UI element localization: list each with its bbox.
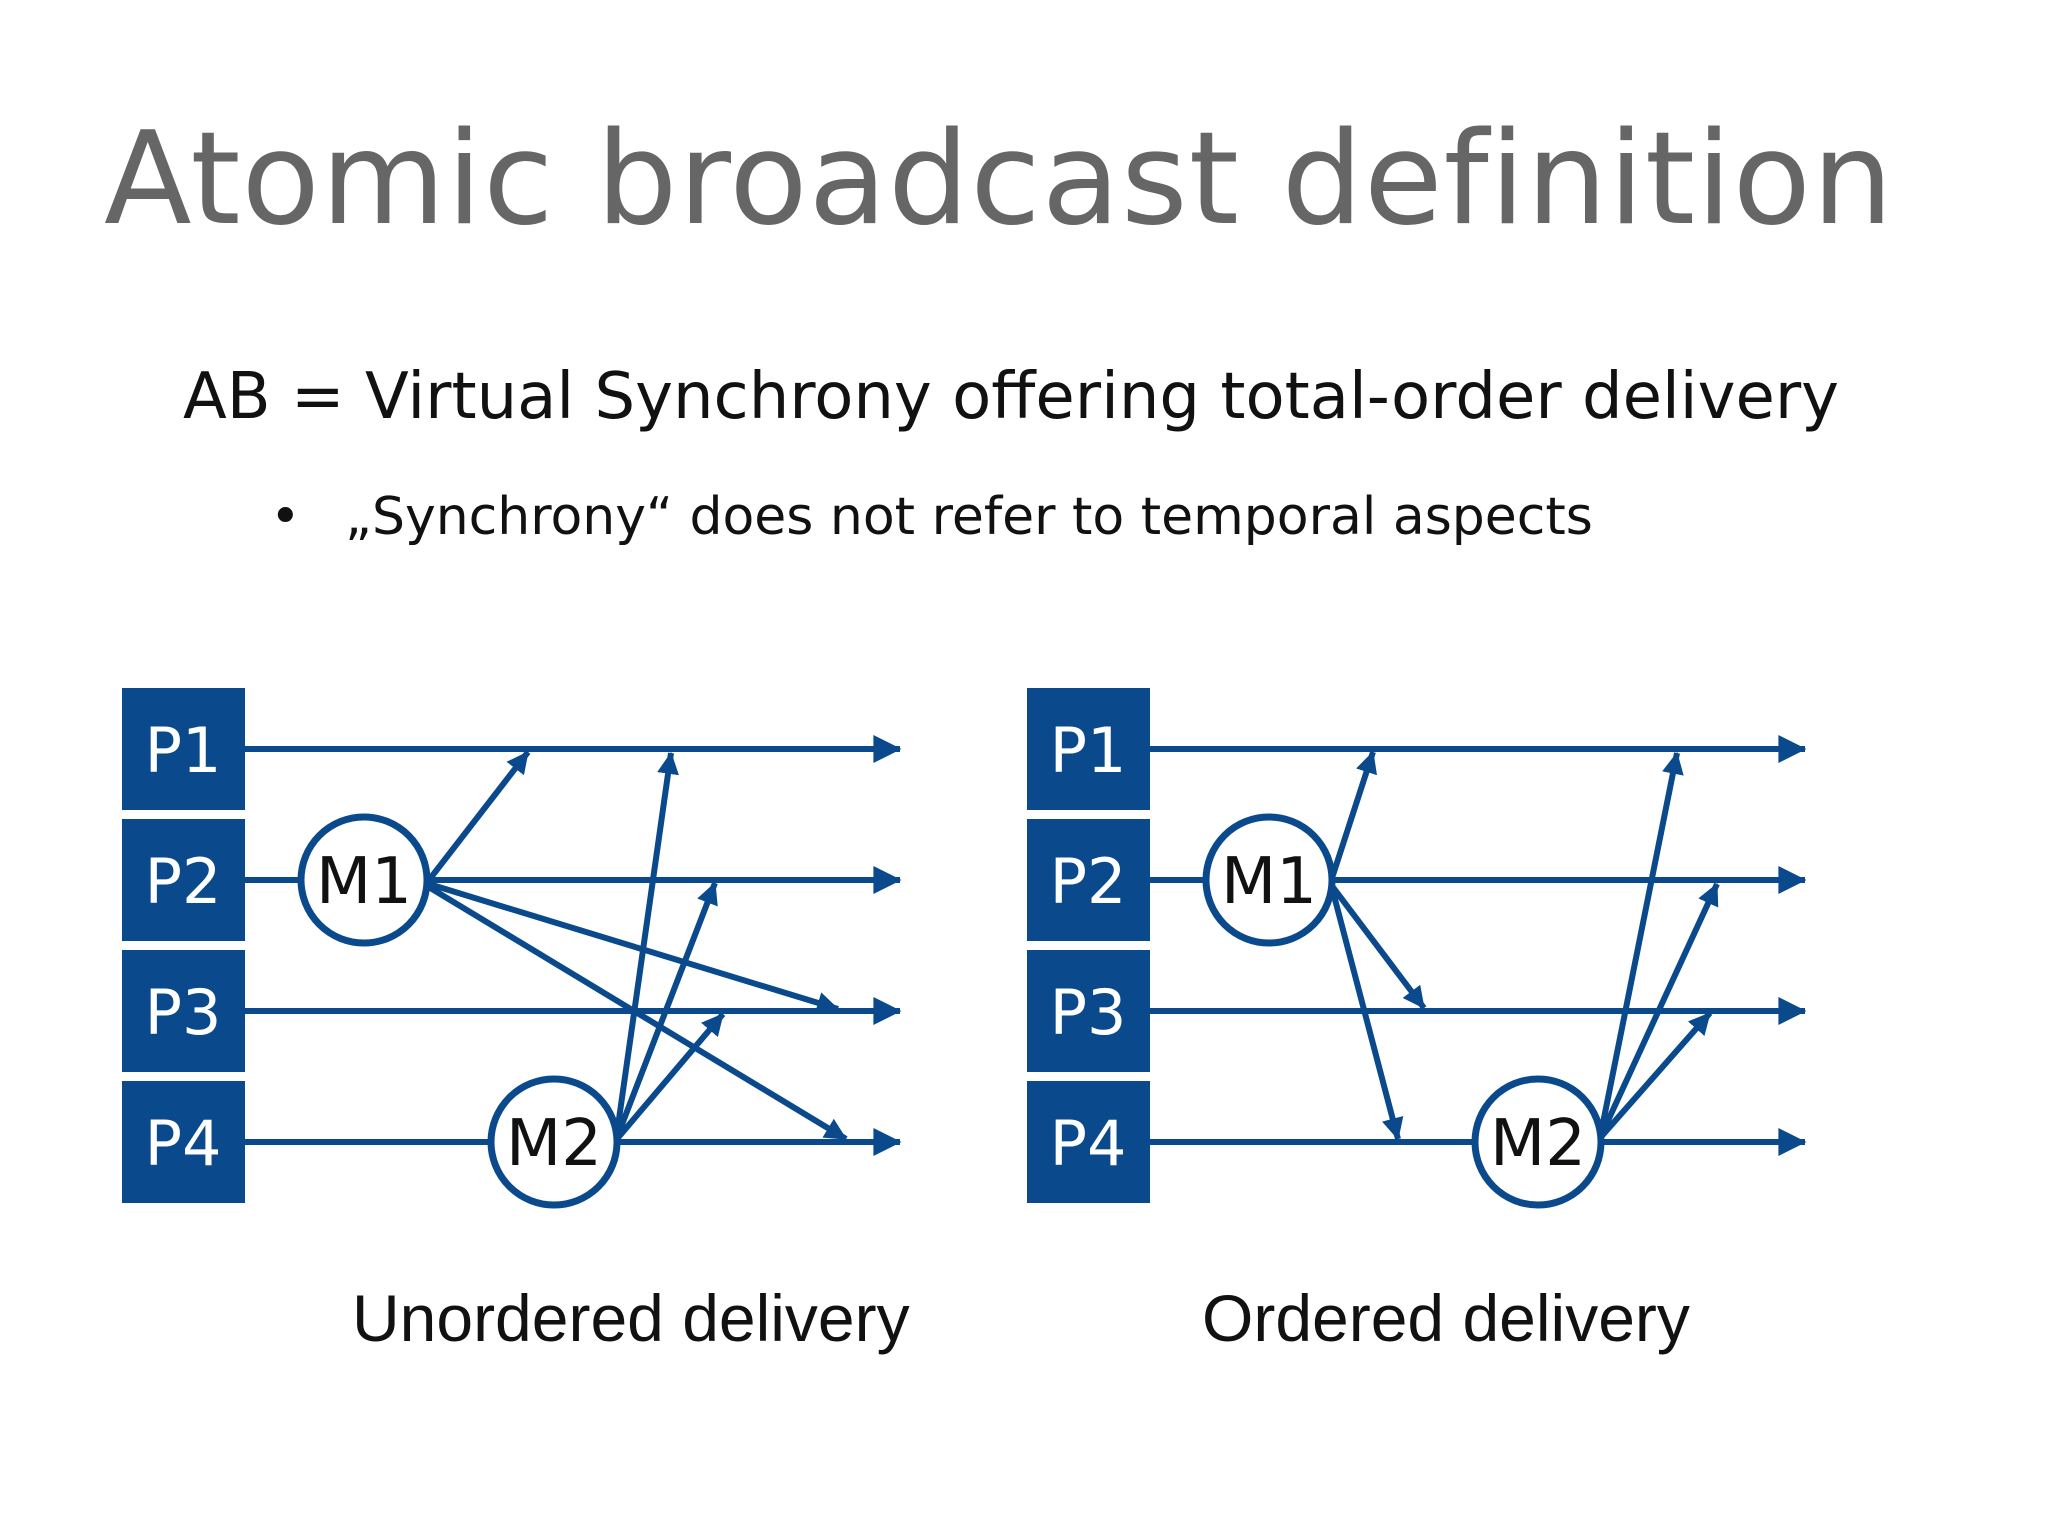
process-label-p3: P3: [145, 976, 222, 1049]
m1-to-p3-arrow: [428, 881, 840, 1014]
message-label-m2: M2: [506, 1107, 602, 1181]
m2-to-p3-arrow: [613, 1012, 726, 1142]
message-label-m1: M1: [1221, 845, 1317, 919]
process-label-p1: P1: [1050, 714, 1127, 787]
m1-to-p4-arrow: [1329, 887, 1404, 1141]
process-box-p1: [1027, 688, 1150, 810]
m2-to-p1-arrow: [1597, 751, 1684, 1139]
process-box-p2: [1027, 819, 1150, 941]
m2-to-p2-arrow: [613, 881, 718, 1142]
process-box-p3: [1027, 950, 1150, 1072]
process-box-p4: [1027, 1081, 1150, 1203]
bullet-dot: •: [270, 487, 301, 547]
message-label-m2: M2: [1490, 1107, 1586, 1181]
m2-to-p3-arrow: [1597, 1011, 1713, 1140]
m1-to-p3-arrow: [1329, 884, 1427, 1010]
bullet-item: • „Synchrony“ does not refer to temporal …: [270, 487, 1593, 547]
message-label-m1: M1: [316, 845, 412, 919]
slide-subtitle: AB = Virtual Synchrony offering total-or…: [183, 360, 1839, 434]
message-node-m2: [487, 1075, 621, 1209]
process-box-p1: [122, 688, 245, 810]
process-label-p2: P2: [1050, 845, 1127, 918]
message-node-m2: [1471, 1075, 1605, 1209]
m1-to-p1-arrow: [1329, 750, 1377, 879]
slide-title: Atomic broadcast definition: [104, 105, 1895, 254]
diagram-unordered: P1 P2 P3 P4 M1 M2: [122, 688, 902, 1209]
process-label-p4: P4: [145, 1107, 222, 1180]
process-label-p2: P2: [145, 845, 222, 918]
process-label-p1: P1: [145, 714, 222, 787]
m2-to-p2-arrow: [1597, 882, 1720, 1140]
process-label-p4: P4: [1050, 1107, 1127, 1180]
caption-ordered: Ordered delivery: [1202, 1281, 1690, 1355]
process-box-p4: [122, 1081, 245, 1203]
bullet-text: „Synchrony“ does not refer to temporal a…: [345, 487, 1593, 547]
caption-unordered: Unordered delivery: [352, 1281, 910, 1355]
m1-to-p1-arrow: [426, 750, 531, 882]
process-label-p3: P3: [1050, 976, 1127, 1049]
message-node-m1: [1202, 813, 1336, 947]
m2-to-p1-arrow: [613, 751, 679, 1141]
process-box-p3: [122, 950, 245, 1072]
message-node-m1: [297, 813, 431, 947]
diagram-ordered: P1 P2 P3 P4 M1 M2: [1027, 688, 1807, 1209]
process-box-p2: [122, 819, 245, 941]
